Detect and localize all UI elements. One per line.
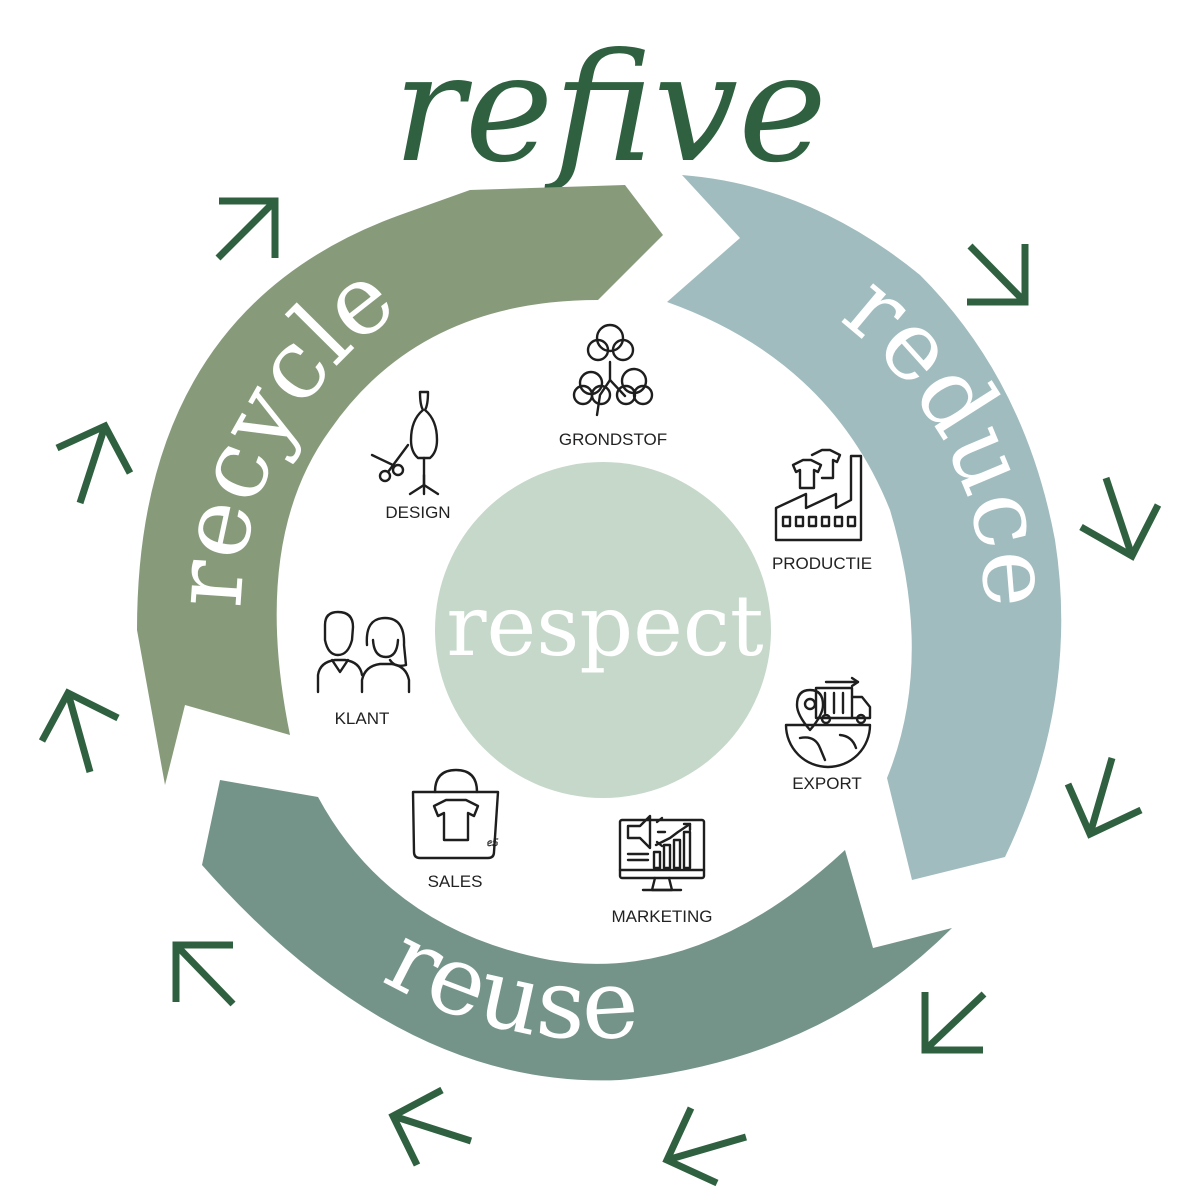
arrow-icon [38, 688, 120, 773]
marketing-label: MARKETING [611, 907, 712, 926]
dress-form-scissors-icon [370, 390, 440, 496]
arrow-icon [172, 941, 236, 1007]
cotton-plant-icon [572, 323, 654, 417]
center-circle [435, 462, 771, 798]
reuse-label-text: reuse [369, 901, 641, 1062]
arrow-icon [388, 1086, 473, 1167]
title: refive [393, 22, 827, 196]
monitor-megaphone-icon [618, 814, 706, 892]
export-label: EXPORT [792, 774, 862, 793]
grondstof-label: GRONDSTOF [559, 430, 667, 449]
arrow-icon [55, 421, 134, 505]
globe-truck-icon [784, 676, 872, 769]
arrow-icon [215, 197, 279, 261]
brand-mark-icon: e5 [487, 835, 498, 849]
arrow-icon [662, 1106, 747, 1187]
reuse-label: reuse [369, 901, 641, 1062]
klant-label: KLANT [335, 709, 390, 728]
sales-label: SALES [428, 872, 483, 891]
center-label: respect [446, 577, 764, 675]
arrow-icon [967, 243, 1029, 306]
reduce-segment [667, 175, 1062, 880]
couple-icon [316, 610, 411, 694]
arrow-icon [921, 991, 987, 1054]
reuse-segment [202, 780, 952, 1081]
recycle-segment [137, 185, 663, 785]
arrow-icon [1064, 757, 1143, 839]
factory-icon [774, 448, 863, 542]
arrow-icon [1079, 476, 1162, 561]
design-label: DESIGN [385, 503, 450, 522]
outer-arrows [38, 197, 1162, 1187]
shopping-bag-icon: e5 [411, 768, 500, 860]
productie-label: PRODUCTIE [772, 554, 872, 573]
